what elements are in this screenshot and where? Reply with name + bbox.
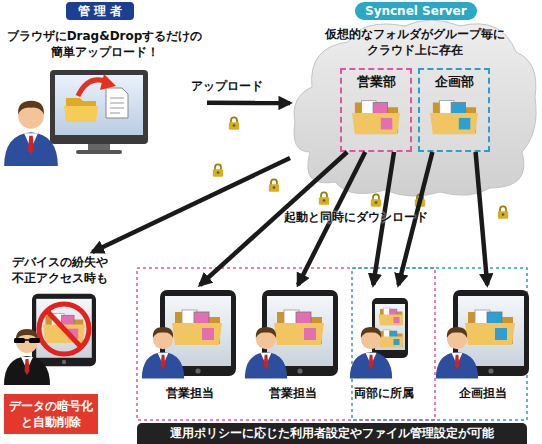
sunglasses: [25, 339, 29, 341]
group-folder: 企画部: [418, 68, 490, 152]
phone-frame: [372, 298, 408, 358]
user-person: [142, 327, 184, 379]
lock-icon: [213, 164, 223, 176]
sunglasses: [14, 338, 25, 343]
flow-arrow: [92, 158, 290, 252]
group-folder: 営業部: [340, 68, 412, 152]
folder-icon: [379, 330, 404, 348]
edge-label: アップロード: [191, 78, 263, 94]
node-heading: 企画担当: [435, 385, 530, 401]
flow-arrow: [398, 152, 432, 285]
user-device: 営業担当: [140, 285, 240, 403]
lock-icon: [269, 179, 279, 191]
flow-arrow: [298, 152, 365, 285]
monitor-stand: [88, 144, 110, 151]
lock-icon: [319, 192, 329, 204]
caption-bar: 運用ポリシーに応じた利用者設定やファイル管理設定が可能: [137, 423, 527, 444]
node-body: ブラウザにDrag&Dropするだけの 簡単アップロード！: [2, 28, 207, 60]
sunglasses: [29, 338, 40, 343]
user-person: [350, 327, 392, 379]
node-heading: Syncnel Server: [355, 2, 477, 20]
lost-device-illustration: [4, 294, 96, 385]
node-heading: 管 理 者: [66, 2, 134, 20]
flow-arrow: [207, 101, 290, 106]
node-heading: 営業担当: [243, 385, 343, 401]
tablet-device: [453, 290, 529, 376]
annotation-label: 起動と同時にダウンロード: [284, 209, 428, 225]
node-body: 仮想的なフォルダがグループ毎に クラウド上に存在: [310, 26, 520, 58]
lock-icon: [498, 206, 508, 218]
flow-arrow: [373, 152, 394, 285]
lock-icon: [371, 194, 381, 206]
planning-group-frame: [352, 268, 527, 420]
cloud-outline: [294, 20, 536, 196]
planning-folder: [430, 101, 478, 135]
node-heading: 営業部: [342, 74, 410, 90]
monitor-screen: [55, 75, 143, 135]
sales-folder: [352, 101, 400, 135]
sales-group-frame: [137, 268, 435, 420]
prohibited-symbol: [47, 311, 81, 347]
folder-icon: [379, 308, 404, 326]
actor-group: 管 理 者ブラウザにDrag&Dropするだけの 簡単アップロード！: [2, 2, 207, 162]
node-heading: 営業担当: [140, 385, 240, 401]
user-illustrations: [142, 290, 529, 379]
document-lines: [110, 98, 124, 113]
user-device: 営業担当: [243, 285, 343, 403]
folder-icon: [172, 310, 222, 345]
prohibited-symbol: [39, 304, 89, 354]
document-icon: [106, 88, 128, 118]
folder-icon: [43, 314, 85, 343]
monitor-base: [76, 150, 122, 154]
flow-arrow: [476, 152, 488, 285]
curved-arrow-head: [100, 74, 116, 90]
lock-icons: [213, 117, 508, 218]
monitor-frame: [50, 70, 148, 144]
folder-icon: [465, 310, 515, 345]
admin-illustration: [4, 70, 148, 166]
folder-icon: [274, 310, 324, 345]
flow-arrow: [200, 152, 347, 285]
lock-icon: [415, 194, 425, 206]
user-person: [436, 327, 478, 379]
folder-icon: [64, 106, 98, 122]
curved-arrow: [78, 80, 108, 96]
tablet-device: [160, 290, 236, 376]
user-device: 企画担当: [435, 285, 530, 403]
node-heading: 企画部: [420, 74, 488, 90]
intruder-person: [4, 329, 50, 385]
node-body: データの暗号化 と自動削除: [4, 394, 98, 434]
node-heading: 両部に所属: [348, 385, 420, 401]
node-heading: デバイスの紛失や 不正アクセス時も: [0, 254, 120, 286]
security-note: デバイスの紛失や 不正アクセス時もデータの暗号化 と自動削除: [0, 252, 132, 442]
tablet-device: [262, 290, 338, 376]
user-device: 両部に所属: [348, 285, 420, 403]
lock-icon: [229, 117, 239, 129]
folder-icon: [66, 98, 96, 120]
admin-person: [4, 101, 58, 166]
user-person: [245, 327, 287, 379]
phone-screen: [375, 304, 405, 350]
tablet-device: [32, 294, 96, 366]
cloud-server: Syncnel Server 仮想的なフォルダがグループ毎に クラウド上に存在営業…: [290, 2, 540, 197]
